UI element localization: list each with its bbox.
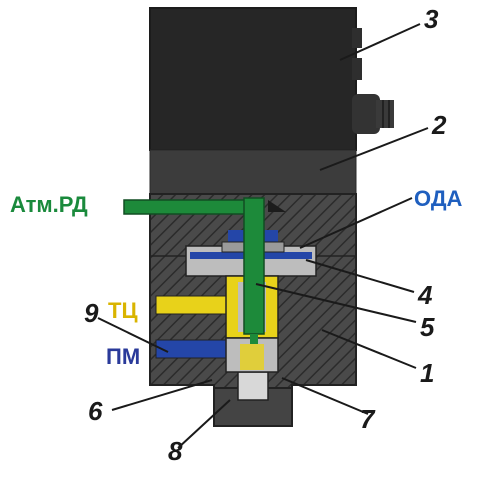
coil-connector-tab: [352, 58, 362, 80]
leader-2: [319, 127, 429, 171]
label-oda: ОДА: [414, 186, 463, 211]
callout-5: 5: [420, 312, 435, 342]
leader-5: [255, 283, 417, 323]
leader-7: [281, 377, 369, 415]
label-tc: ТЦ: [108, 298, 138, 323]
solenoid-coil: [149, 7, 357, 151]
leader-1: [321, 329, 417, 369]
callout-4: 4: [418, 280, 433, 310]
green-atm-channel: [123, 197, 265, 344]
leader-3: [339, 23, 421, 61]
callout-1: 1: [420, 358, 435, 388]
label-pm: ПМ: [106, 344, 141, 369]
leader-4: [305, 259, 415, 293]
leader-8: [177, 399, 231, 449]
callout-3: 3: [424, 4, 439, 34]
lower-spring: [240, 344, 264, 370]
callout-8: 8: [168, 436, 183, 466]
blue-pm-channel: [155, 339, 227, 359]
coil-connector-tab: [352, 28, 362, 48]
callout-9: 9: [84, 298, 99, 328]
vent-notch: [268, 200, 286, 212]
callout-7: 7: [360, 404, 375, 434]
label-atm-rd: Атм.РД: [10, 192, 88, 217]
callout-6: 6: [88, 396, 103, 426]
callout-2: 2: [432, 110, 447, 140]
cable-gland: [352, 94, 394, 134]
leader-6: [111, 379, 213, 411]
leader-oda: [299, 197, 413, 249]
leader-9: [97, 317, 169, 353]
adapter-band: [149, 149, 357, 195]
leader-lines: [97, 23, 429, 449]
bottom-fitting-bore: [237, 371, 269, 401]
